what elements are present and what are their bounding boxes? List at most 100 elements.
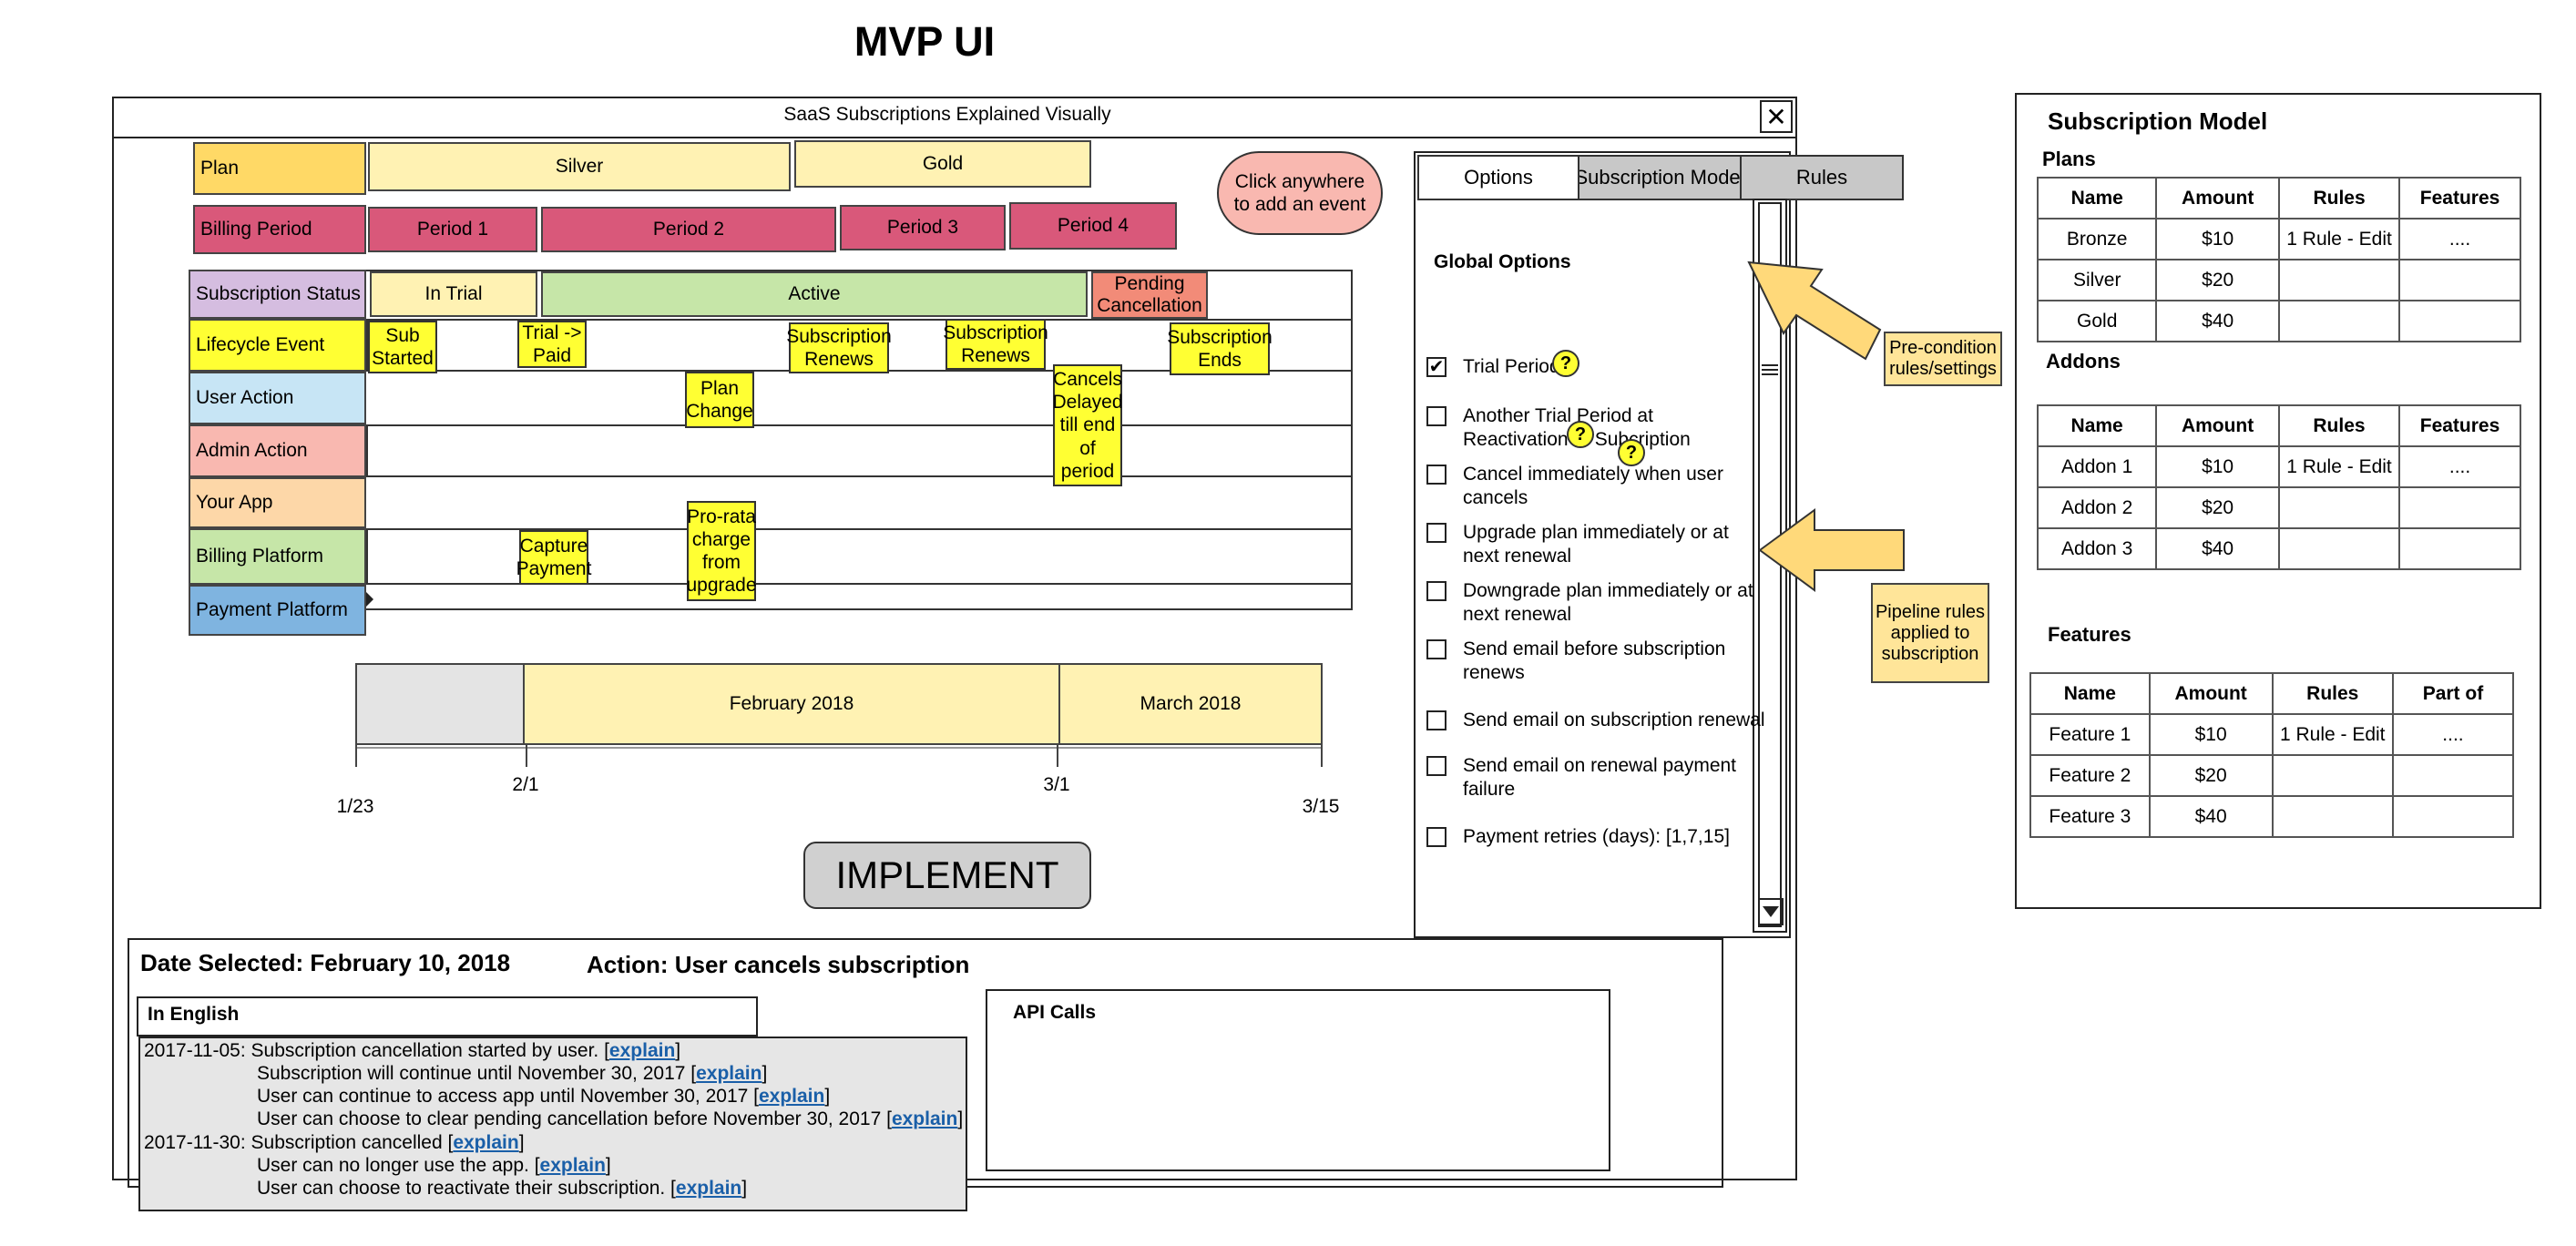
column-header: Name <box>2036 404 2158 447</box>
table-cell <box>2398 486 2521 529</box>
status-active[interactable]: Active <box>541 271 1088 317</box>
table-cell: Addon 2 <box>2036 486 2158 529</box>
plans-heading: Plans <box>2042 148 2096 170</box>
option-email-on-renewal[interactable]: Send email on subscription renewal <box>1426 709 1765 732</box>
event-cancels-delayed[interactable]: Cancels Delayed till end of period <box>1052 364 1123 486</box>
table-cell <box>2398 300 2521 342</box>
bracket-close: ] <box>762 1063 768 1084</box>
table-cell <box>2391 795 2515 838</box>
option-downgrade-plan[interactable]: Downgrade plan immediately or at next re… <box>1426 579 1754 628</box>
period-4[interactable]: Period 4 <box>1009 202 1177 250</box>
table-row[interactable]: Addon 2$20 <box>2036 486 2521 529</box>
timeline-month-mar[interactable]: March 2018 <box>1058 663 1323 745</box>
status-pending-cancellation[interactable]: Pending Cancellation <box>1091 271 1208 319</box>
option-trial-period[interactable]: ✔ Trial Period <box>1426 355 1754 379</box>
close-icon[interactable]: ✕ <box>1760 100 1793 133</box>
table-cell <box>2271 754 2394 797</box>
table-cell[interactable]: 1 Rule - Edit <box>2277 445 2401 488</box>
lane-your-app: Your App <box>189 477 366 528</box>
option-email-before-renew[interactable]: Send email before subscription renews <box>1426 638 1754 686</box>
explanation-text: User can choose to clear pending cancell… <box>257 1108 892 1129</box>
timeline-tick <box>1321 745 1323 767</box>
checkbox[interactable] <box>1426 756 1446 776</box>
plan-gold[interactable]: Gold <box>794 140 1091 188</box>
period-1[interactable]: Period 1 <box>368 207 537 252</box>
timeline-month-feb[interactable]: February 2018 <box>523 663 1060 745</box>
table-row[interactable]: Feature 2$20 <box>2029 754 2515 797</box>
table-cell[interactable]: 1 Rule - Edit <box>2271 713 2394 756</box>
tab-options[interactable]: Options <box>1417 155 1579 200</box>
table-cell[interactable]: 1 Rule - Edit <box>2277 218 2401 260</box>
scrollbar-grip-icon[interactable] <box>1762 364 1778 375</box>
help-icon[interactable]: ? <box>1618 439 1645 466</box>
explain-link[interactable]: explain <box>608 1040 676 1061</box>
table-row[interactable]: Silver$20 <box>2036 259 2521 301</box>
help-icon[interactable]: ? <box>1567 421 1594 448</box>
table-cell: $20 <box>2148 754 2274 797</box>
period-3[interactable]: Period 3 <box>840 205 1006 250</box>
event-trial-paid[interactable]: Trial -> Paid <box>517 321 587 368</box>
tab-rules[interactable]: Rules <box>1740 155 1904 200</box>
lane-billing-period: Billing Period <box>193 205 366 254</box>
option-label: Upgrade plan immediately or at next rene… <box>1463 522 1729 567</box>
option-upgrade-plan[interactable]: Upgrade plan immediately or at next rene… <box>1426 521 1754 569</box>
option-payment-retries[interactable]: Payment retries (days): [1,7,15] <box>1426 825 1754 849</box>
option-cancel-immediately[interactable]: Cancel immediately when user cancels <box>1426 463 1754 511</box>
bracket-close: ] <box>957 1108 964 1129</box>
checkbox[interactable] <box>1426 465 1446 485</box>
tick-label: 1/23 <box>336 796 374 817</box>
add-event-hint[interactable]: Click anywhere to add an event <box>1217 151 1383 235</box>
table-row[interactable]: Addon 3$40 <box>2036 527 2521 570</box>
explain-link[interactable]: explain <box>539 1155 606 1176</box>
checkbox[interactable] <box>1426 523 1446 543</box>
event-subscription-ends[interactable]: Subscription Ends <box>1167 322 1273 375</box>
event-subscription-renews-1[interactable]: Subscription Renews <box>786 322 892 373</box>
table-cell: Silver <box>2036 259 2158 301</box>
event-capture-payment[interactable]: Capture Payment <box>516 530 591 585</box>
tick-label: 3/1 <box>1043 774 1070 795</box>
plan-silver[interactable]: Silver <box>368 142 791 191</box>
table-cell: $40 <box>2155 300 2280 342</box>
lane-corner-marker <box>366 592 373 607</box>
explain-link[interactable]: explain <box>758 1086 825 1107</box>
lane-admin-action: Admin Action <box>189 424 366 477</box>
help-icon[interactable]: ? <box>1552 350 1579 377</box>
table-cell: Feature 1 <box>2029 713 2151 756</box>
column-header: Name <box>2036 177 2158 220</box>
period-2[interactable]: Period 2 <box>541 207 836 252</box>
option-label: Trial Period <box>1463 356 1560 377</box>
explain-link[interactable]: explain <box>891 1108 958 1129</box>
lane-user-action: User Action <box>189 372 366 424</box>
checkbox[interactable]: ✔ <box>1426 357 1446 377</box>
event-plan-change[interactable]: Plan Change <box>685 372 754 428</box>
checkbox[interactable] <box>1426 581 1446 601</box>
english-header-box <box>137 996 758 1037</box>
checkbox[interactable] <box>1426 639 1446 659</box>
column-header: Rules <box>2277 177 2401 220</box>
table-row[interactable]: Feature 3$40 <box>2029 795 2515 838</box>
scrollbar-grip-icon <box>1762 369 1778 371</box>
subscription-model-panel <box>2015 93 2541 909</box>
status-in-trial[interactable]: In Trial <box>370 271 537 317</box>
table-cell <box>2277 259 2401 301</box>
checkbox[interactable] <box>1426 827 1446 847</box>
checkbox[interactable] <box>1426 406 1446 426</box>
scroll-down-button[interactable] <box>1758 898 1784 925</box>
english-heading: In English <box>148 1004 240 1025</box>
event-sub-started[interactable]: Sub Started <box>368 321 437 373</box>
explain-link[interactable]: explain <box>696 1063 762 1084</box>
explain-link[interactable]: explain <box>675 1178 742 1199</box>
option-email-payment-failure[interactable]: Send email on renewal payment failure <box>1426 754 1754 802</box>
tab-subscription-model[interactable]: Subscription Model <box>1578 155 1742 200</box>
implement-button[interactable]: IMPLEMENT <box>803 842 1091 909</box>
explain-link[interactable]: explain <box>453 1132 519 1153</box>
column-header: Rules <box>2277 404 2401 447</box>
event-subscription-renews-2[interactable]: Subscription Renews <box>943 319 1048 370</box>
event-prorata-charge[interactable]: Pro-rata charge from upgrade <box>686 501 757 601</box>
table-row[interactable]: Gold$40 <box>2036 300 2521 342</box>
checkbox[interactable] <box>1426 710 1446 730</box>
